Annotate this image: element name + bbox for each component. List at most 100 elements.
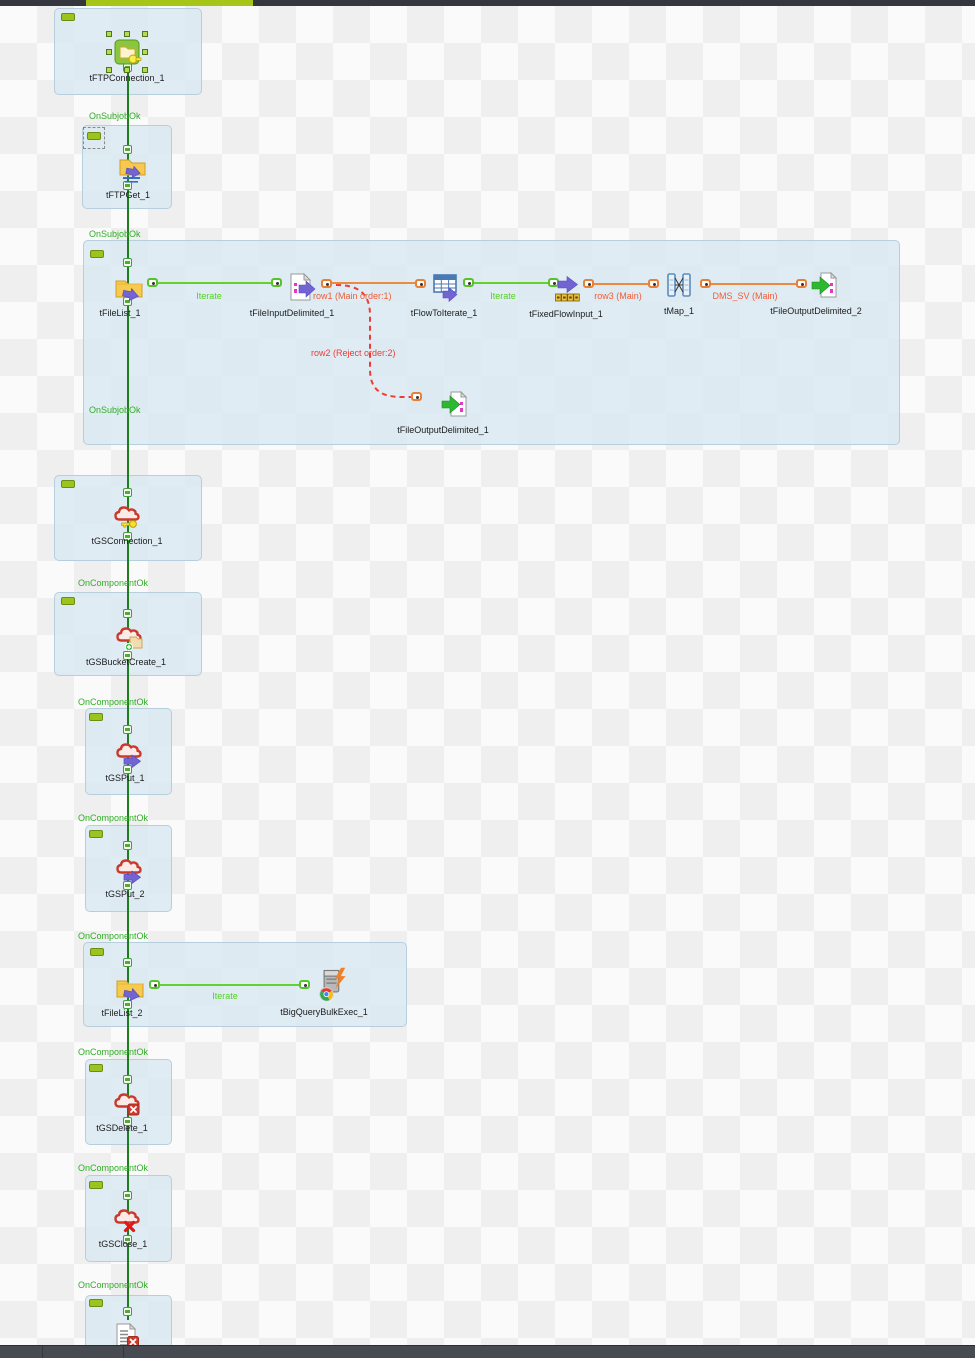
trigger-connector[interactable]: [123, 145, 132, 154]
component-tFlowToIterate_1[interactable]: tFlowToIterate_1: [411, 271, 477, 318]
component-tGSConnection_1[interactable]: tGSConnection_1: [91, 499, 163, 546]
trigger-connector[interactable]: [123, 609, 132, 618]
link-label-oncomponentok[interactable]: OnComponentOk: [78, 578, 149, 588]
component-tFileList_1[interactable]: tFileList_1: [99, 271, 145, 318]
link-label-onsubjobok[interactable]: OnSubjobOk: [89, 111, 141, 121]
link-endpoint: [648, 279, 659, 288]
subjob-collapse-toggle-icon[interactable]: [89, 1064, 103, 1072]
ftp-connection-icon: [114, 39, 142, 65]
link-label-oncomponentok[interactable]: OnComponentOk: [78, 1047, 149, 1057]
component-tGSDelete_1[interactable]: tGSDelete_1: [96, 1086, 148, 1133]
link-endpoint: [321, 279, 332, 288]
trigger-connector[interactable]: [123, 958, 132, 967]
link-label-oncomponentok[interactable]: OnComponentOk: [78, 697, 149, 707]
trigger-connector[interactable]: [123, 651, 132, 660]
link-label-oncomponentok[interactable]: OnComponentOk: [78, 931, 149, 941]
iterate-link-line[interactable]: [474, 282, 548, 284]
subjob-collapse-toggle-icon[interactable]: [89, 1299, 103, 1307]
component-tGSPut_2[interactable]: tGSPut_2: [105, 852, 145, 899]
component-label: tGSConnection_1: [91, 536, 163, 546]
selection-handle[interactable]: [106, 49, 112, 55]
link-label-row1[interactable]: row1 (Main order:1): [313, 291, 392, 301]
component-tMap_1[interactable]: tMap_1: [663, 269, 695, 316]
top-bar-accent: [86, 0, 253, 6]
link-endpoint: [149, 980, 160, 989]
component-tFileOutputDelimited_1[interactable]: tFileOutputDelimited_1: [397, 388, 489, 435]
component-tBigQueryBulkExec_1[interactable]: tBigQueryBulkExec_1: [280, 966, 368, 1017]
link-label-row2[interactable]: row2 (Reject order:2): [311, 348, 396, 358]
trigger-link-line[interactable]: [127, 68, 129, 1320]
link-label-oncomponentok[interactable]: OnComponentOk: [78, 813, 149, 823]
subjob-collapse-toggle-icon[interactable]: [61, 480, 75, 488]
subjob-collapse-toggle-icon[interactable]: [89, 830, 103, 838]
trigger-connector[interactable]: [123, 532, 132, 541]
bottom-bar: [0, 1345, 975, 1358]
trigger-connector[interactable]: [123, 1235, 132, 1244]
trigger-connector[interactable]: [123, 1117, 132, 1126]
link-endpoint: [147, 278, 158, 287]
file-output-delimited-icon: [811, 272, 837, 298]
file-output-delimited-icon: [441, 391, 467, 417]
iterate-link-line[interactable]: [160, 984, 299, 986]
link-endpoint: [463, 278, 474, 287]
selection-handle[interactable]: [124, 67, 130, 73]
trigger-connector[interactable]: [123, 1307, 132, 1316]
subjob-marker-focus-box[interactable]: [83, 127, 105, 149]
subjob-collapse-toggle-icon[interactable]: [61, 597, 75, 605]
component-tFileList_2[interactable]: tFileList_2: [101, 971, 146, 1018]
link-label-onsubjobok[interactable]: OnSubjobOk: [89, 229, 141, 239]
component-file-delete-partial[interactable]: [112, 1320, 144, 1345]
link-label-iterate[interactable]: Iterate: [490, 291, 516, 301]
subjob-collapse-toggle-icon[interactable]: [89, 713, 103, 721]
component-tFileOutputDelimited_2[interactable]: tFileOutputDelimited_2: [770, 269, 862, 316]
job-design-canvas[interactable]: OnSubjobOk OnSubjobOk OnSubjobOk OnCompo…: [0, 6, 975, 1345]
component-tFTPGet_1[interactable]: tFTPGet_1: [106, 153, 150, 200]
trigger-connector[interactable]: [123, 881, 132, 890]
trigger-connector[interactable]: [123, 1191, 132, 1200]
component-label: tFileOutputDelimited_1: [397, 425, 489, 435]
link-label-onsubjobok[interactable]: OnSubjobOk: [89, 405, 141, 415]
selection-handle[interactable]: [106, 67, 112, 73]
trigger-connector[interactable]: [123, 488, 132, 497]
selection-handle[interactable]: [106, 31, 112, 37]
component-label: tGSPut_2: [105, 889, 145, 899]
component-tFTPConnection_1[interactable]: tFTPConnection_1: [89, 36, 165, 83]
subjob-collapse-toggle-icon[interactable]: [90, 948, 104, 956]
trigger-connector[interactable]: [123, 1075, 132, 1084]
row2-reject-link-line[interactable]: [320, 273, 450, 413]
component-tFixedFlowInput_1[interactable]: tFixedFlowInput_1: [529, 272, 603, 319]
trigger-connector[interactable]: [123, 258, 132, 267]
component-tGSBucketCreate_1[interactable]: tGSBucketCreate_1: [86, 620, 166, 667]
row1-link-line[interactable]: [332, 282, 416, 284]
selection-handle[interactable]: [142, 49, 148, 55]
selection-handle[interactable]: [142, 31, 148, 37]
iterate-link-line[interactable]: [158, 282, 272, 284]
subjob-file-processing[interactable]: [83, 240, 900, 445]
link-label-iterate[interactable]: Iterate: [212, 991, 238, 1001]
subjob-collapse-toggle-icon[interactable]: [61, 13, 75, 21]
trigger-connector[interactable]: [123, 1000, 132, 1009]
trigger-connector[interactable]: [123, 725, 132, 734]
link-endpoint: [415, 279, 426, 288]
component-tGSClose_1[interactable]: tGSClose_1: [99, 1202, 147, 1249]
link-label-oncomponentok[interactable]: OnComponentOk: [78, 1163, 149, 1173]
link-label-iterate[interactable]: Iterate: [196, 291, 222, 301]
link-label-row3[interactable]: row3 (Main): [594, 291, 642, 301]
link-label-dms-sv[interactable]: DMS_SV (Main): [712, 291, 778, 301]
trigger-connector[interactable]: [123, 765, 132, 774]
trigger-connector[interactable]: [123, 841, 132, 850]
bottom-bar-divider: [42, 1346, 43, 1358]
subjob-collapse-toggle-icon[interactable]: [87, 132, 101, 140]
subjob-collapse-toggle-icon[interactable]: [90, 250, 104, 258]
link-label-oncomponentok[interactable]: OnComponentOk: [78, 1280, 149, 1290]
component-tFileInputDelimited_1[interactable]: tFileInputDelimited_1: [250, 271, 334, 318]
component-label: tFTPGet_1: [105, 190, 151, 200]
component-tGSPut_1[interactable]: tGSPut_1: [105, 736, 145, 783]
component-label: tGSClose_1: [98, 1239, 148, 1249]
selection-handle[interactable]: [124, 31, 130, 37]
dms-sv-link-line[interactable]: [711, 283, 796, 285]
row3-link-line[interactable]: [594, 283, 649, 285]
selection-handle[interactable]: [142, 67, 148, 73]
gs-bucket-create-icon: [113, 620, 145, 652]
subjob-collapse-toggle-icon[interactable]: [89, 1181, 103, 1189]
